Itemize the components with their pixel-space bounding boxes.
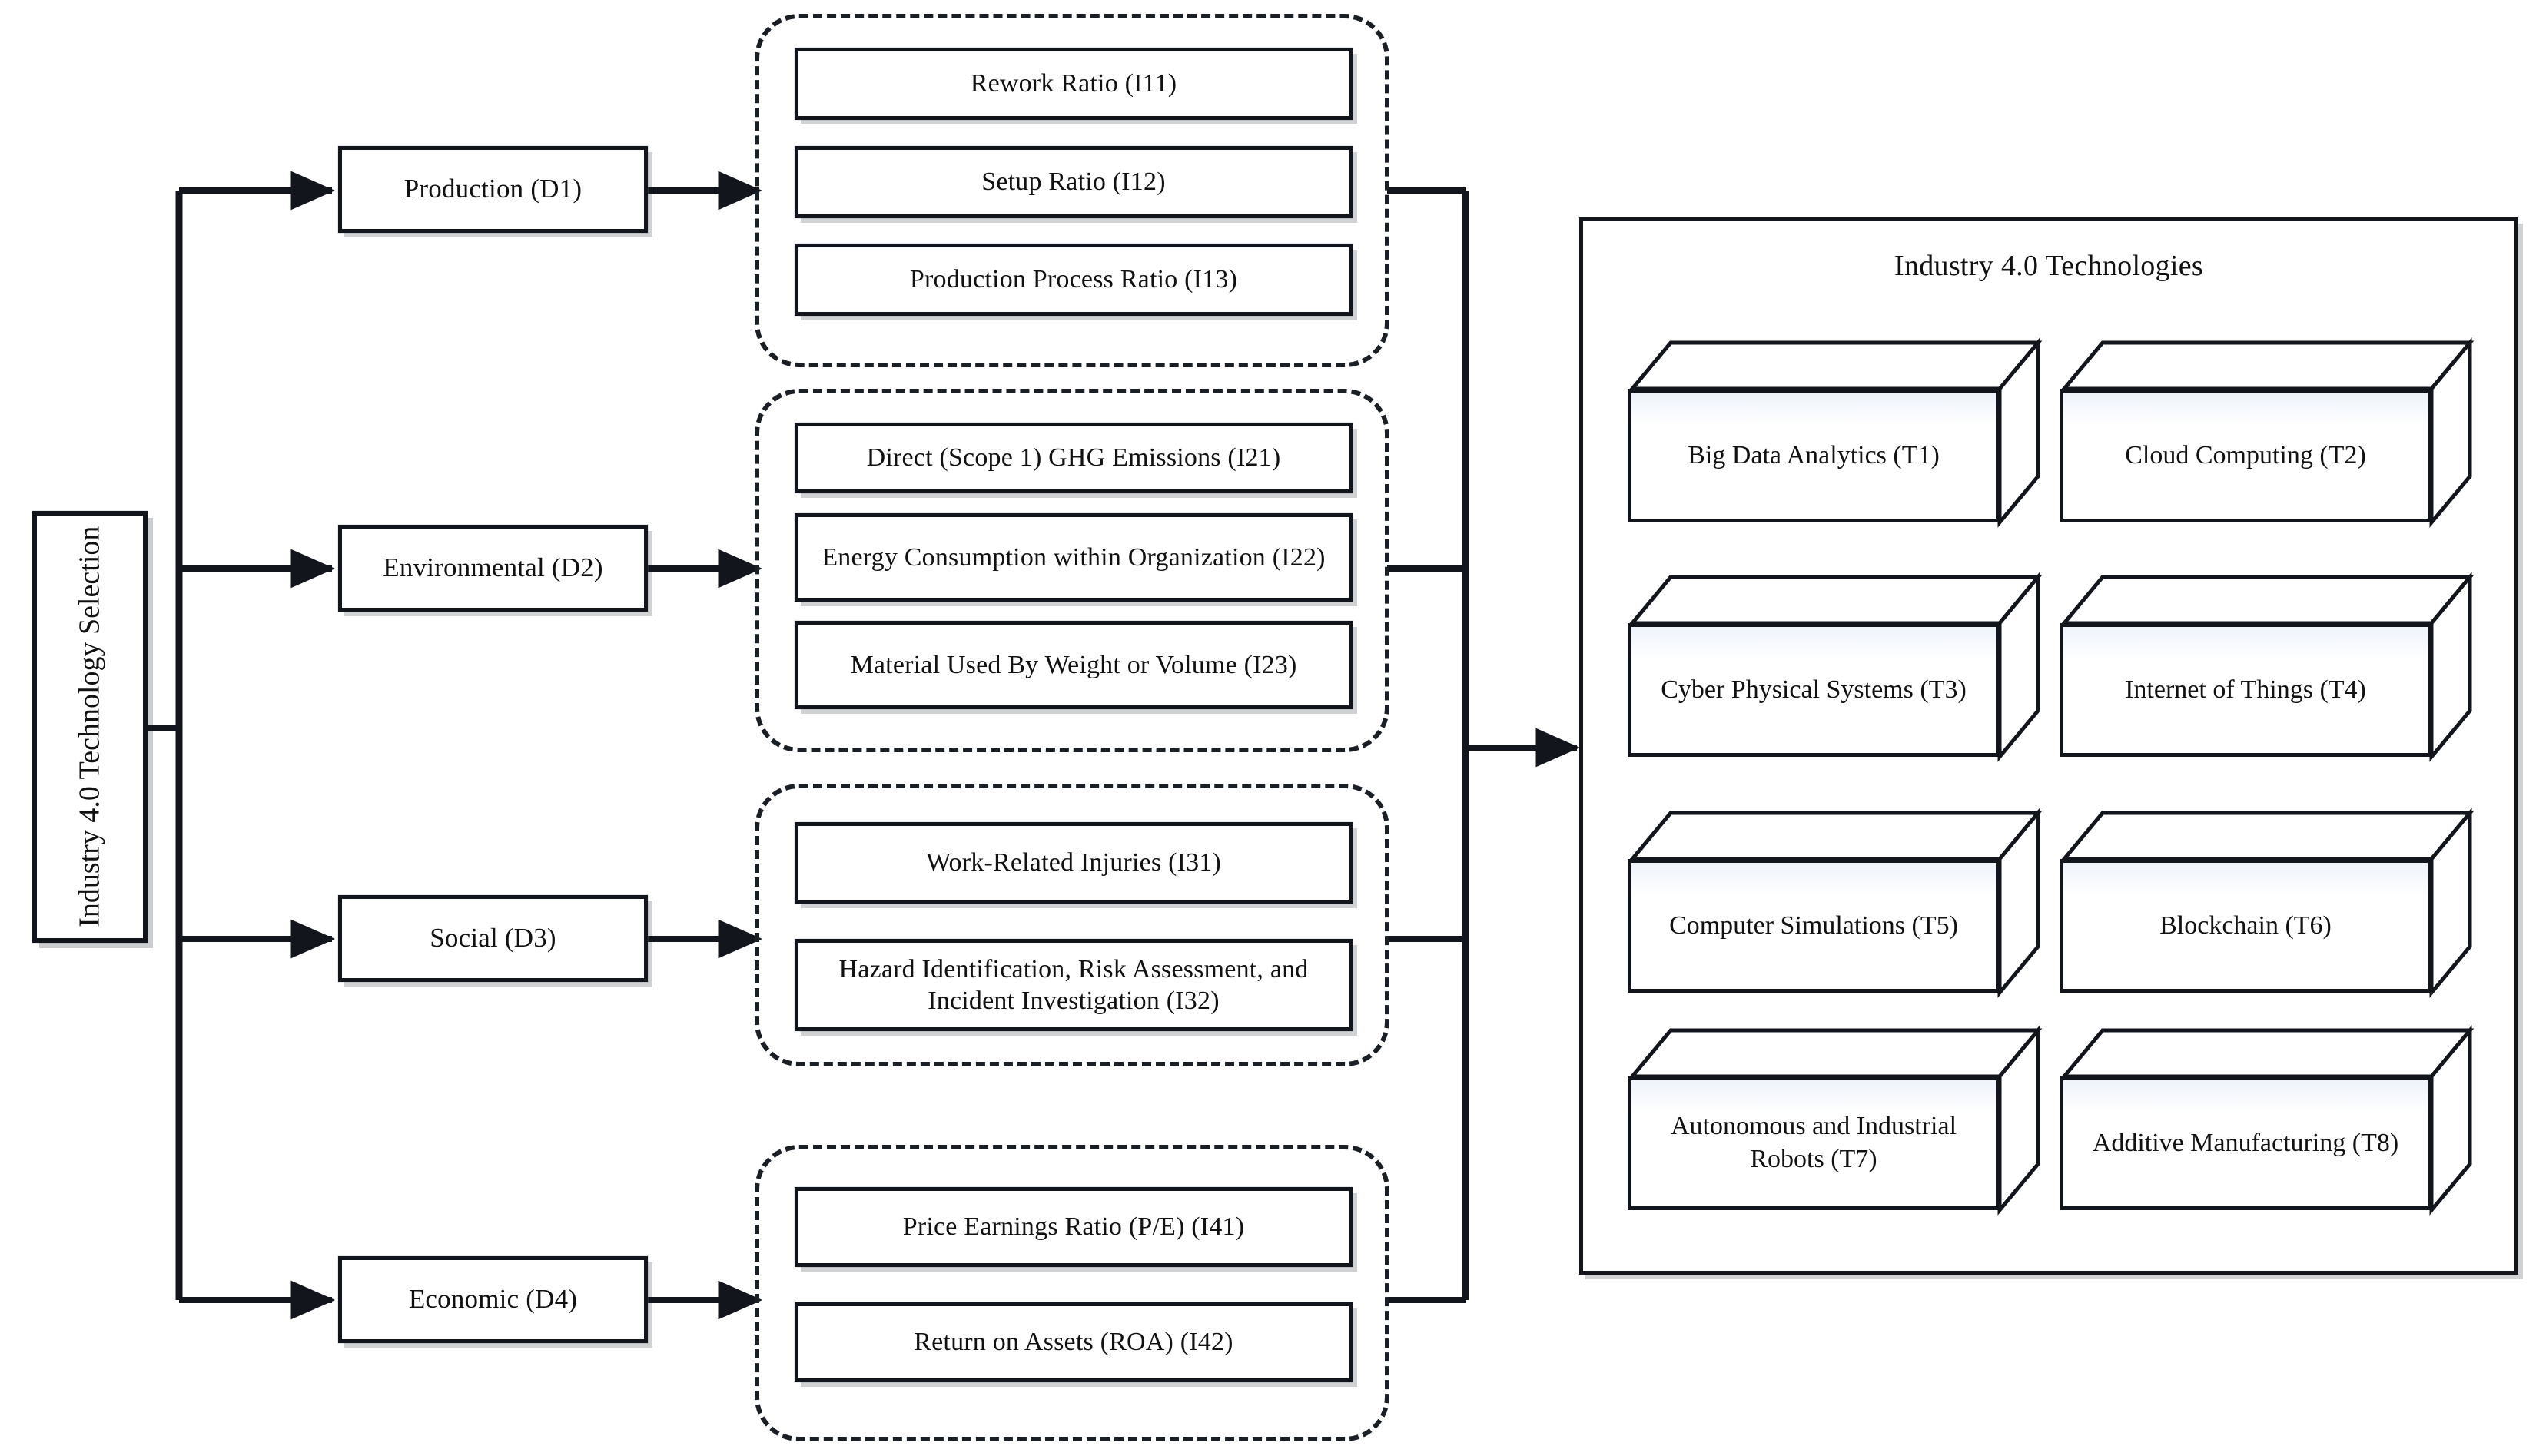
indicator-label-i31: Work-Related Injuries (I31) [925,848,1222,877]
technology-label-t6: Blockchain (T6) [2159,910,2332,940]
technology-label-t8: Additive Manufacturing (T8) [2092,1128,2399,1157]
technology-cube-t3[interactable]: Cyber Physical Systems (T3) [1628,572,2043,762]
indicator-box-i41[interactable]: Price Earnings Ratio (P/E) (I41) [795,1187,1353,1267]
dimension-box-d1[interactable]: Production (D1) [338,146,648,233]
dimension-box-d2[interactable]: Environmental (D2) [338,525,648,612]
root-goal-box[interactable]: Industry 4.0 Technology Selection [32,511,148,943]
dimension-label-d2: Environmental (D2) [383,552,603,583]
indicator-box-i13[interactable]: Production Process Ratio (I13) [795,244,1353,316]
technologies-panel-title: Industry 4.0 Technologies [1894,250,2204,282]
cube-3d-faces-t3 [1628,572,2043,762]
indicator-box-i23[interactable]: Material Used By Weight or Volume (I23) [795,621,1353,709]
indicator-box-i12[interactable]: Setup Ratio (I12) [795,146,1353,218]
technology-cube-t2[interactable]: Cloud Computing (T2) [2060,337,2475,528]
dimension-label-d4: Economic (D4) [408,1284,578,1315]
indicator-label-i42: Return on Assets (ROA) (I42) [914,1328,1233,1357]
indicator-label-i32: Hazard Identification, Risk Assessment, … [838,954,1309,1015]
indicator-box-i42[interactable]: Return on Assets (ROA) (I42) [795,1302,1353,1382]
indicator-box-i11[interactable]: Rework Ratio (I11) [795,48,1353,120]
indicator-box-i22[interactable]: Energy Consumption within Organization (… [795,513,1353,602]
dimension-label-d3: Social (D3) [430,923,556,954]
indicator-box-i32[interactable]: Hazard Identification, Risk Assessment, … [795,939,1353,1031]
cube-3d-faces-t5 [1628,808,2043,998]
dimension-box-d4[interactable]: Economic (D4) [338,1256,648,1343]
technology-label-t7: Autonomous and Industrial Robots (T7) [1670,1112,1957,1173]
indicator-label-i11: Rework Ratio (I11) [970,69,1177,98]
cube-3d-faces-t1 [1628,337,2043,528]
indicator-box-i21[interactable]: Direct (Scope 1) GHG Emissions (I21) [795,423,1353,493]
cube-3d-faces-t4 [2060,572,2475,762]
technology-label-t3: Cyber Physical Systems (T3) [1661,675,1967,704]
technology-label-t5: Computer Simulations (T5) [1669,910,1958,940]
technology-cube-t1[interactable]: Big Data Analytics (T1) [1628,337,2043,528]
indicator-box-i31[interactable]: Work-Related Injuries (I31) [795,822,1353,904]
cube-3d-faces-t8 [2060,1025,2475,1216]
indicator-label-i12: Setup Ratio (I12) [981,167,1166,197]
technology-cube-t7[interactable]: Autonomous and Industrial Robots (T7) [1628,1025,2043,1216]
technology-label-t2: Cloud Computing (T2) [2125,440,2366,469]
root-goal-label: Industry 4.0 Technology Selection [73,526,106,928]
indicator-label-i23: Material Used By Weight or Volume (I23) [850,650,1297,679]
technology-label-t4: Internet of Things (T4) [2125,675,2366,704]
indicator-label-i41: Price Earnings Ratio (P/E) (I41) [902,1212,1245,1242]
dimension-box-d3[interactable]: Social (D3) [338,895,648,982]
technology-cube-t4[interactable]: Internet of Things (T4) [2060,572,2475,762]
cube-3d-faces-t6 [2060,808,2475,998]
technology-label-t1: Big Data Analytics (T1) [1688,440,1940,469]
indicator-label-i22: Energy Consumption within Organization (… [822,542,1326,572]
indicator-label-i13: Production Process Ratio (I13) [909,265,1238,294]
dimension-label-d1: Production (D1) [403,174,583,204]
technology-cube-t6[interactable]: Blockchain (T6) [2060,808,2475,998]
technology-cube-t5[interactable]: Computer Simulations (T5) [1628,808,2043,998]
indicator-label-i21: Direct (Scope 1) GHG Emissions (I21) [866,443,1281,473]
technology-cube-t8[interactable]: Additive Manufacturing (T8) [2060,1025,2475,1216]
